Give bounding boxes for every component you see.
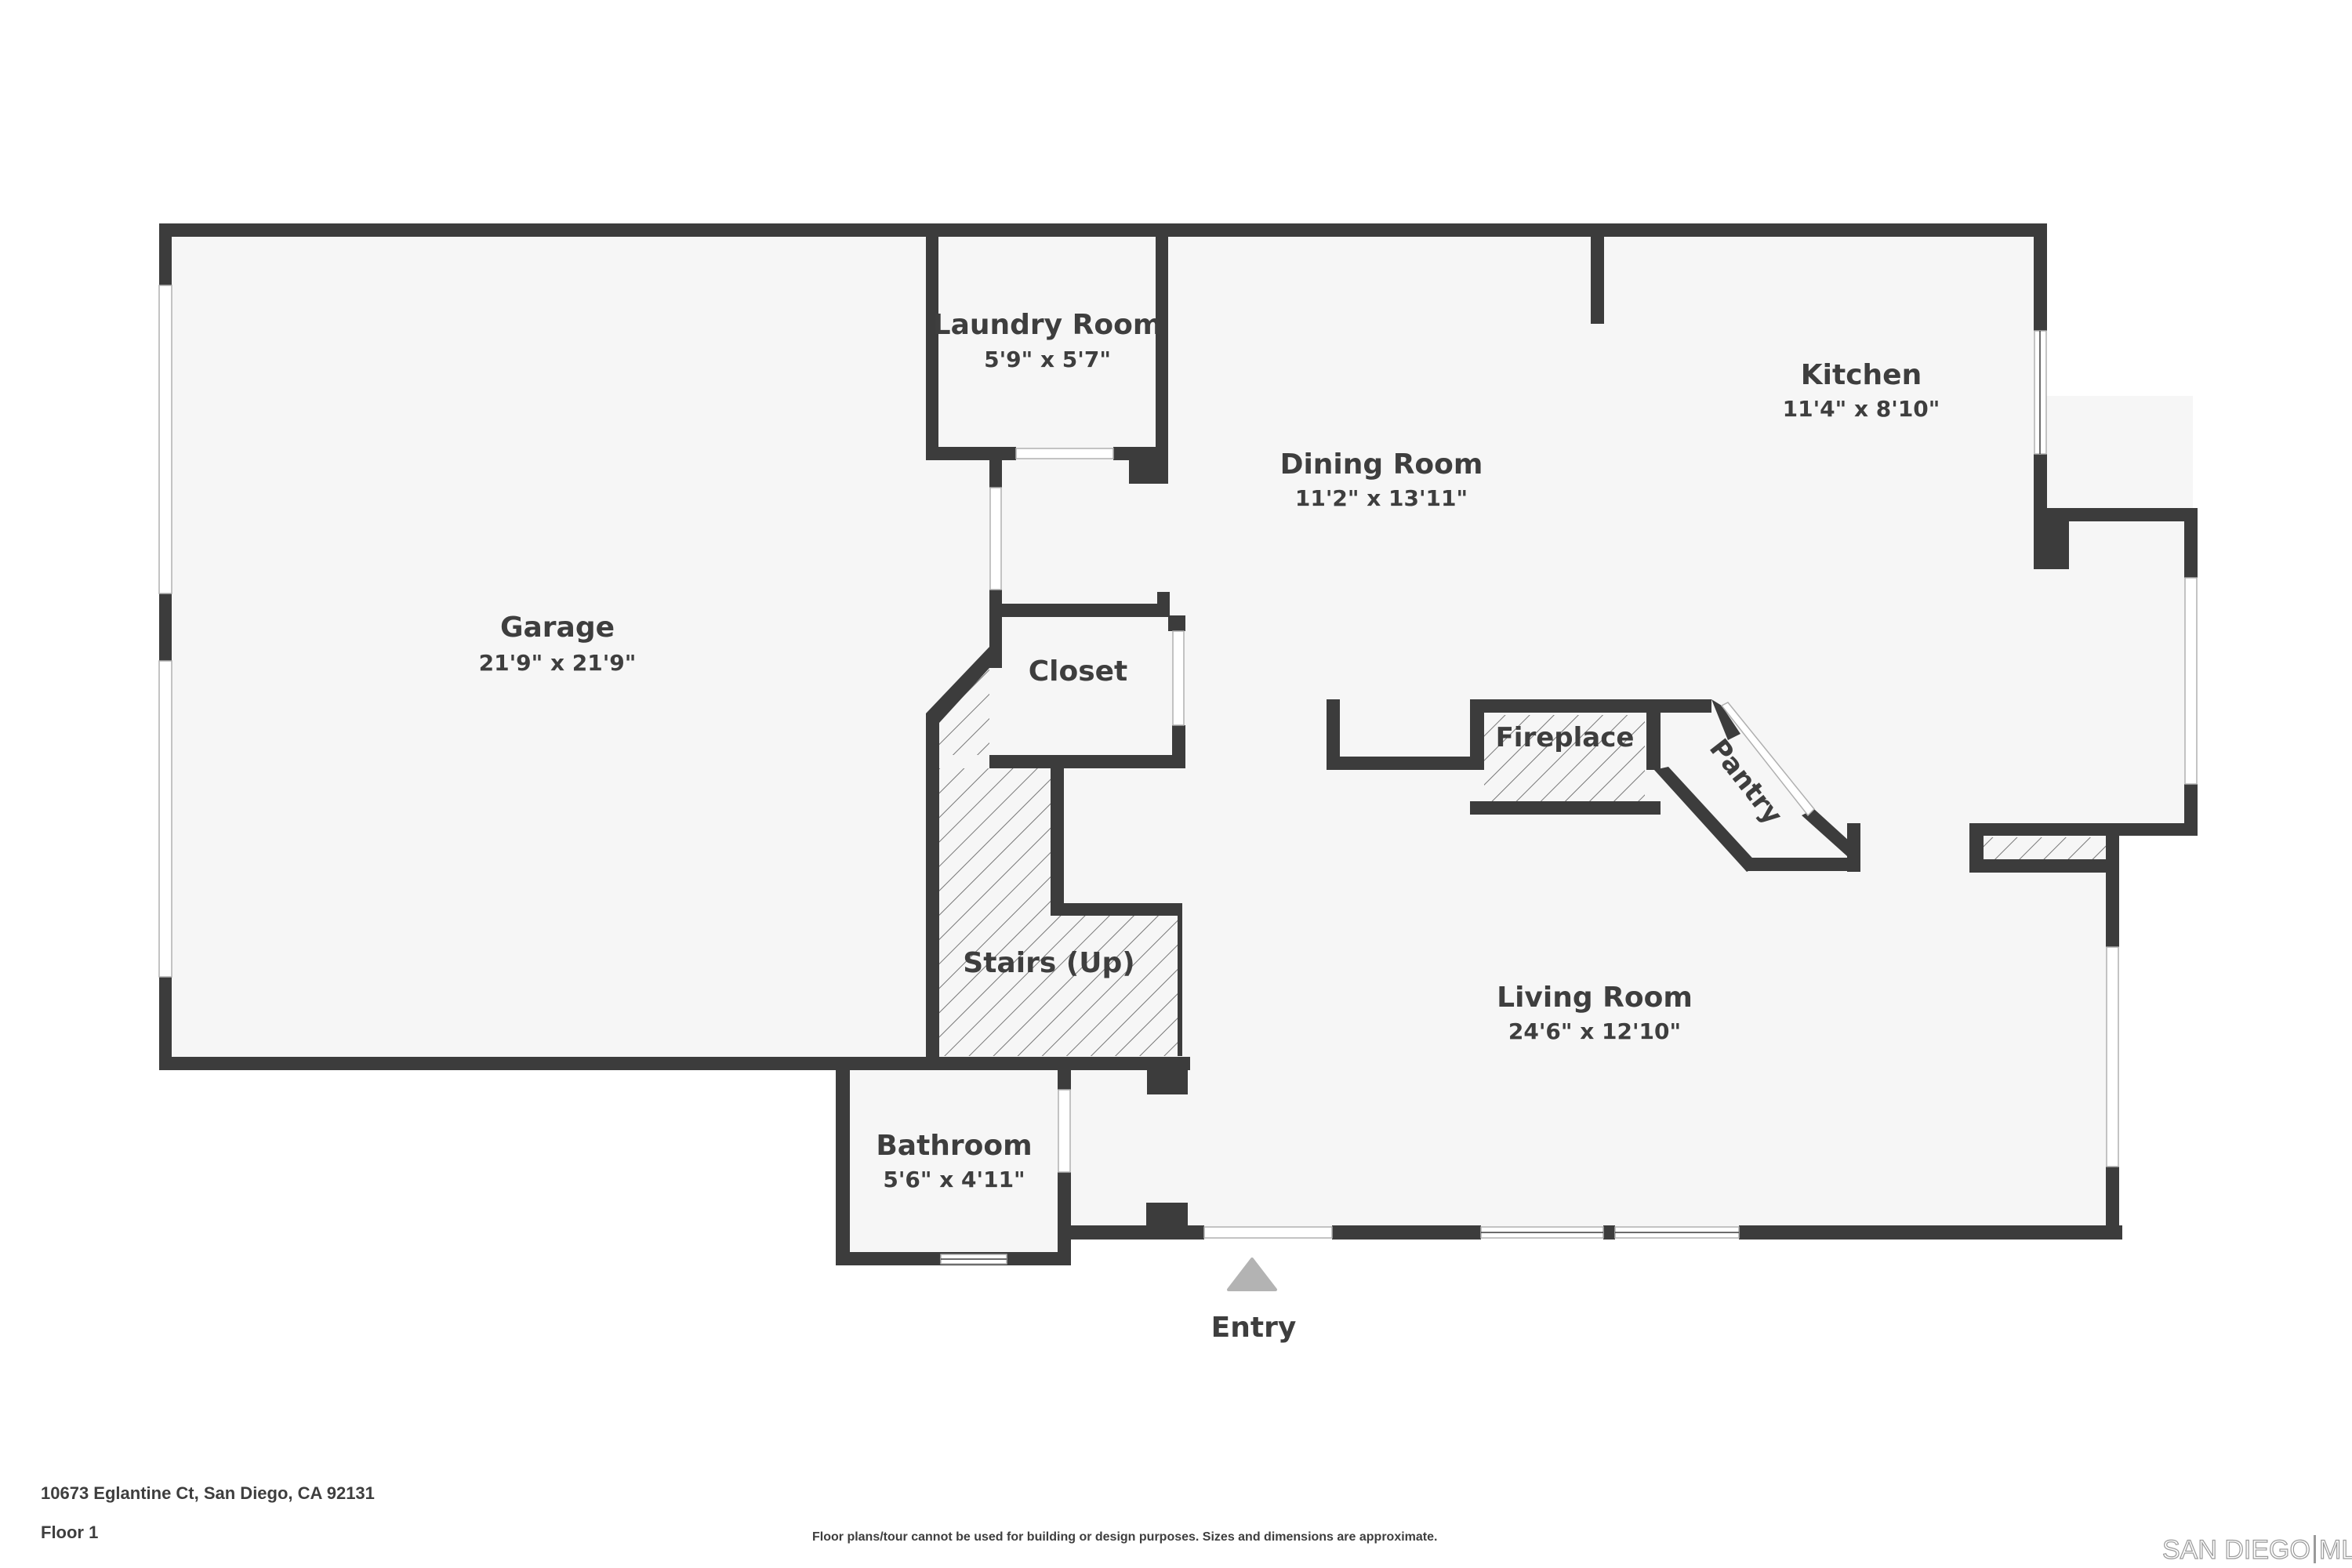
san-diego-mls-logo: SAN DIEGO MLS: [2161, 1534, 2352, 1566]
closet-label: Closet: [1029, 655, 1128, 688]
kitchen-dims: 11'4" x 8'10": [1783, 396, 1940, 422]
window-mullions: [941, 331, 2041, 1260]
pantry-window: [1720, 702, 1816, 817]
entry-label: Entry: [1211, 1312, 1297, 1344]
laundry-opening: [1015, 448, 1114, 459]
garage-label: Garage: [500, 612, 615, 644]
living-right-window: [2106, 946, 2119, 1167]
logo-separator: [2313, 1535, 2316, 1563]
walls: [159, 223, 2198, 1265]
garage-door-1: [158, 285, 172, 594]
bathroom-side-opening: [1058, 1089, 1071, 1173]
bump-window: [2184, 577, 2198, 785]
fireplace-hatch: [1484, 715, 1645, 801]
floor-label: Floor 1: [41, 1523, 99, 1542]
disclaimer-text: Floor plans/tour cannot be used for buil…: [812, 1530, 1438, 1544]
triangle-up-icon: [1227, 1258, 1277, 1291]
living-dims: 24'6" x 12'10": [1508, 1018, 1681, 1044]
garage-door-2: [158, 660, 172, 978]
fireplace-label: Fireplace: [1496, 722, 1635, 753]
kitchen-label: Kitchen: [1801, 359, 1922, 391]
laundry-dims: 5'9" x 5'7": [984, 347, 1111, 372]
stairs-label: Stairs (Up): [963, 947, 1134, 979]
dining-label: Dining Room: [1280, 448, 1483, 481]
property-address: 10673 Eglantine Ct, San Diego, CA 92131: [41, 1483, 375, 1503]
closet-window: [1172, 630, 1185, 726]
entry-door: [1203, 1226, 1333, 1239]
bathroom-dims: 5'6" x 4'11": [883, 1167, 1025, 1192]
bathroom-label: Bathroom: [876, 1130, 1032, 1162]
stairs-hatch: [938, 768, 1182, 1056]
dining-side-opening: [989, 487, 1002, 590]
hatched-areas: [938, 524, 2106, 1056]
logo-right-text: MLS: [2318, 1534, 2352, 1565]
entry-marker: Entry: [1211, 1258, 1297, 1344]
laundry-label: Laundry Room: [933, 309, 1163, 341]
garage-dims: 21'9" x 21'9": [479, 650, 637, 676]
living-label: Living Room: [1497, 982, 1693, 1014]
room-labels: Garage 21'9" x 21'9" Laundry Room 5'9" x…: [479, 309, 1940, 1192]
dining-dims: 11'2" x 13'11": [1295, 485, 1468, 511]
counter-hatch: [1984, 837, 2106, 859]
closet-side-hatch: [938, 665, 989, 755]
logo-left-text: SAN DIEGO: [2161, 1534, 2310, 1565]
